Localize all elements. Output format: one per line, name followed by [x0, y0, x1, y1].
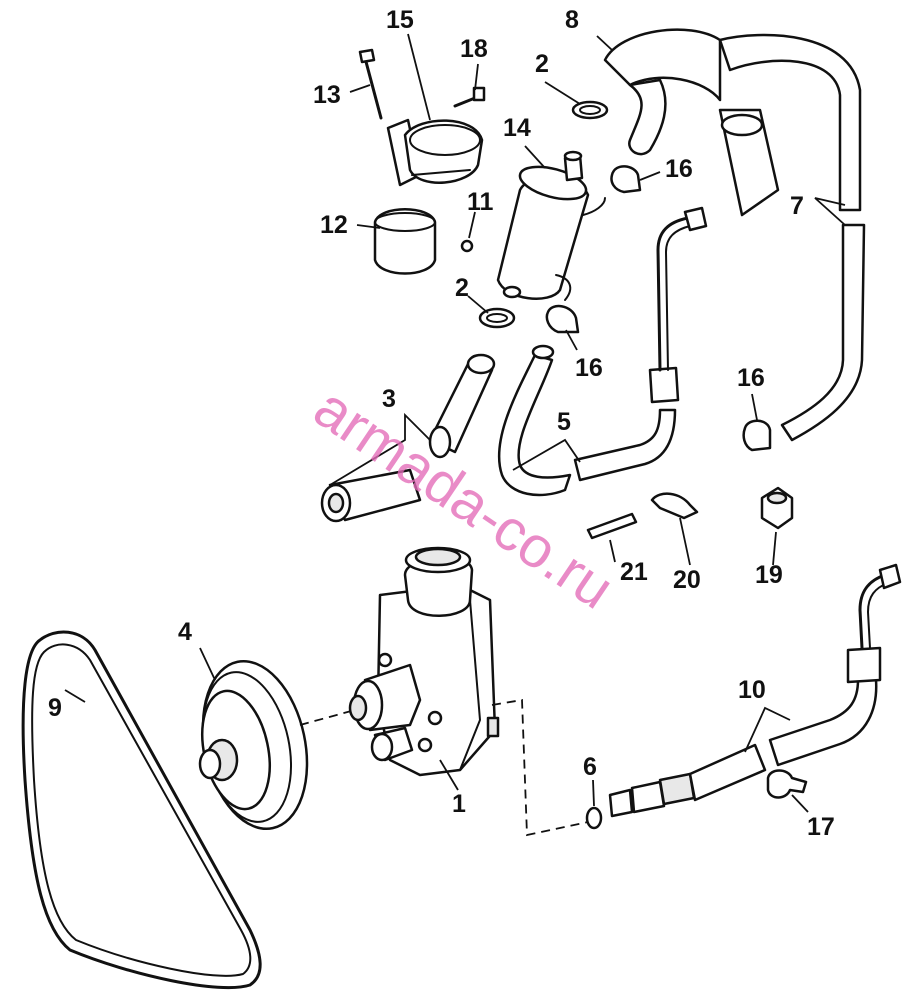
- clip-part-16-right: [742, 419, 772, 452]
- callout-20: 20: [673, 566, 701, 594]
- dashed-connector: [491, 698, 589, 837]
- clip-part-16-upper: [610, 165, 642, 194]
- callout-21: 21: [620, 558, 648, 586]
- callout-labels: 1 2 2 3 4 5 6 7 8 9 10 11 12 13 14 15 16…: [48, 6, 835, 841]
- clamp-ring-part-12: [373, 208, 437, 275]
- clip-part-20: [650, 492, 699, 520]
- callout-19: 19: [755, 561, 783, 589]
- bolt-part-13: [358, 48, 383, 120]
- leader-lines: [64, 33, 846, 813]
- callout-16-right: 16: [737, 364, 765, 392]
- nut-part-11: [460, 239, 474, 253]
- pressure-hose-part-10: [608, 563, 902, 818]
- callout-4: 4: [178, 618, 192, 646]
- callout-14: 14: [503, 114, 531, 142]
- reservoir-part-14: [496, 150, 606, 301]
- callout-10: 10: [738, 676, 766, 704]
- clamp-ring-top: [374, 212, 436, 232]
- hose-part-7: [780, 223, 866, 442]
- shaft-centerline: [299, 709, 356, 726]
- drive-belt-part-9: [21, 630, 262, 990]
- screw-part-18: [453, 86, 486, 108]
- callout-9: 9: [48, 694, 62, 722]
- callout-2-lower: 2: [455, 274, 469, 302]
- callout-11: 11: [467, 188, 494, 216]
- callout-18: 18: [460, 35, 488, 63]
- callout-1: 1: [452, 790, 466, 818]
- bracket-part-15: [386, 118, 484, 187]
- pulley-part-4: [198, 659, 309, 831]
- callout-17: 17: [807, 813, 835, 841]
- callout-12: 12: [320, 211, 348, 239]
- callout-3: 3: [382, 385, 396, 413]
- callout-7: 7: [790, 192, 804, 220]
- clip-part-16-middle: [545, 304, 580, 334]
- hose-part-8: [603, 28, 862, 217]
- callout-15: 15: [386, 6, 414, 34]
- callout-8: 8: [565, 6, 579, 34]
- power-steering-pump-part-1: [348, 546, 500, 777]
- clamp-part-2-upper: [571, 100, 609, 120]
- o-ring-part-6: [585, 806, 603, 830]
- callout-5: 5: [557, 408, 571, 436]
- clamp-part-2-lower: [478, 307, 516, 329]
- return-hose-part-3: [320, 353, 496, 523]
- callout-6: 6: [583, 753, 597, 781]
- stud-part-21: [586, 512, 638, 540]
- callout-16-middle: 16: [575, 354, 603, 382]
- callout-2-upper: 2: [535, 50, 549, 78]
- nut-part-19: [760, 486, 794, 530]
- callout-16-upper: 16: [665, 155, 693, 183]
- hose-part-5: [497, 206, 708, 497]
- callout-13: 13: [313, 81, 341, 109]
- clamp-part-17: [766, 769, 808, 799]
